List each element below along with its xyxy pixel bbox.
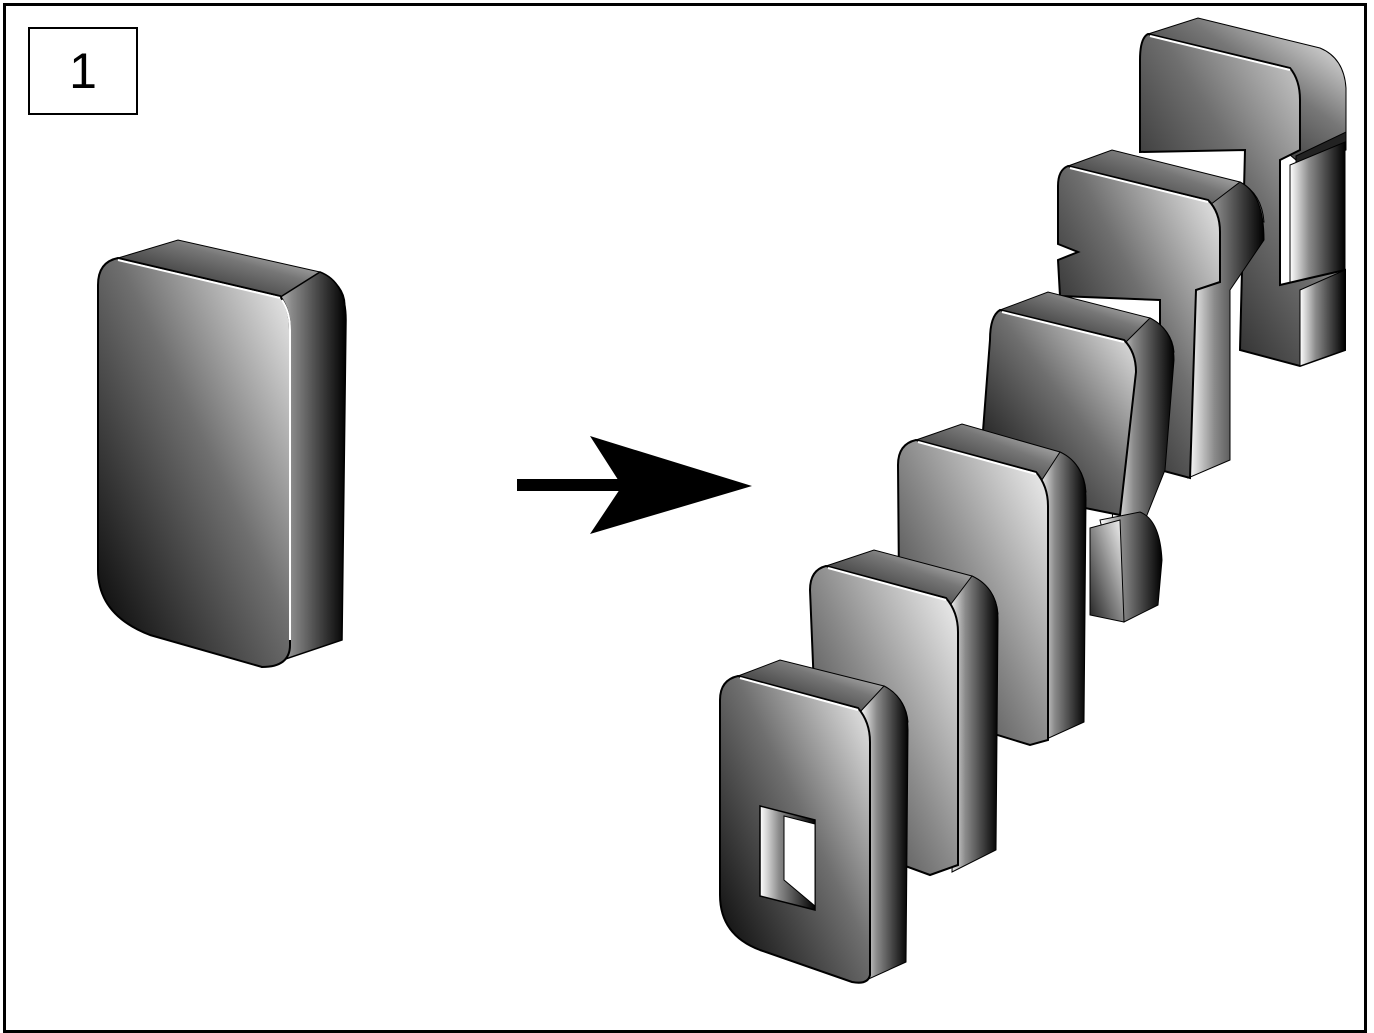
whole-block-face bbox=[97, 256, 291, 669]
slice-1 bbox=[719, 659, 909, 984]
whole-block bbox=[97, 239, 347, 669]
step-number: 1 bbox=[69, 43, 97, 99]
slice-5 bbox=[1056, 149, 1265, 480]
step-number-badge: 1 bbox=[28, 27, 138, 115]
arrow-right bbox=[517, 436, 752, 534]
slice-6 bbox=[1139, 17, 1347, 368]
